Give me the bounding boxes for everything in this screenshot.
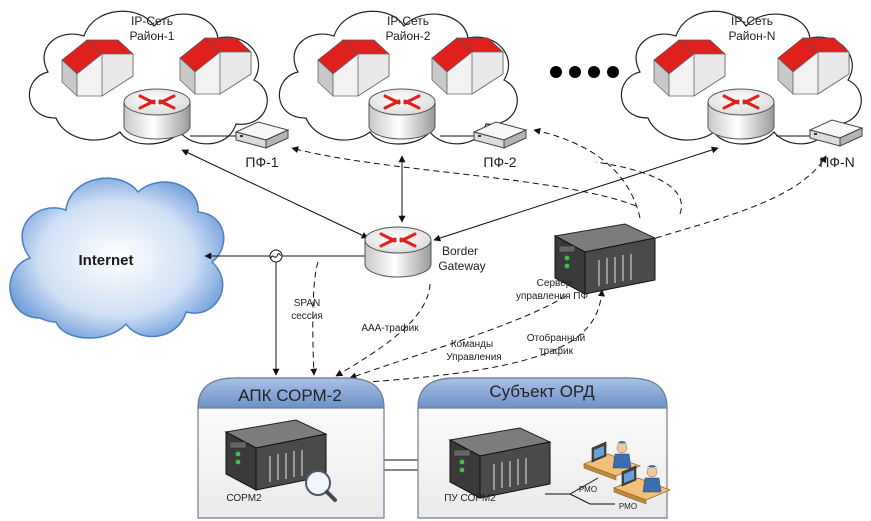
internet-label: Internet [78,252,133,269]
span-label-line2: сессия [291,311,323,322]
splitter-icon [269,249,283,263]
district-2-label-line1: IP-Сеть [387,14,429,28]
district-2-label-line2: Район-2 [386,29,431,43]
selected-traffic-label-line2: трафик [539,345,574,357]
district-1-label-line1: IP-Сеть [131,14,173,28]
pf-server-label-line1: Сервер [537,278,572,289]
rmo-label-1: РМО [579,485,597,494]
pf-filter-icon [235,121,289,149]
aaa-label: ААА-трафик [361,322,419,334]
router-icon [122,87,192,141]
span-label-line1: SPAN [294,298,321,309]
commands-label-line2: Управления [446,352,501,363]
pf-1-label: ПФ-1 [245,154,278,170]
border-gateway-label-line2: Gateway [438,259,485,273]
district-n-label-line2: Район-N [729,29,776,43]
pf-2-label: ПФ-2 [483,154,516,170]
selected-traffic-label-line1: Отобранный [527,332,585,344]
district-1-label-line2: Район-1 [130,29,175,43]
pu-sorm2-server-icon [449,427,551,499]
commands-label-line1: Команды [451,339,493,350]
ord-panel-title: Субъект ОРД [489,382,595,401]
rmo-label-2: РМО [619,502,637,511]
border-gateway-label-line1: Border [442,244,478,258]
pf-n-label: ПФ-N [819,154,854,170]
pu-sorm2-label: ПУ СОРМ2 [444,493,496,504]
solid-connections [181,135,810,474]
sorm-panel-title: АПК СОРМ-2 [238,386,342,405]
district-n-label-line1: IP-Сеть [731,14,773,28]
dashed-connections [291,127,827,384]
ellipsis-dots [550,66,619,78]
ord-link [569,493,615,505]
router-icon [367,87,437,141]
magnifier-icon [305,470,337,502]
router-icon [706,87,776,141]
pf-server-label-line2: управления ПФ [516,291,589,302]
border-gateway-router-icon [363,225,433,279]
sorm2-server-label: СОРМ2 [226,493,262,504]
